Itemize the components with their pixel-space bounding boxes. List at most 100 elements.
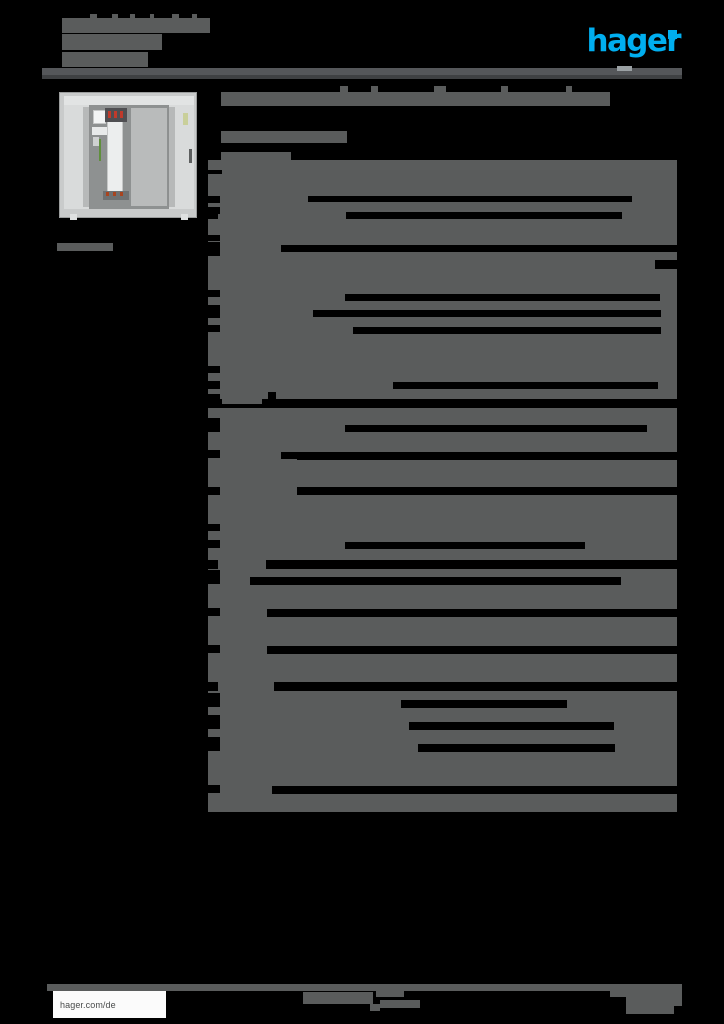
table-row	[346, 212, 622, 219]
fuse-indicator	[108, 111, 111, 118]
table-row-marker	[208, 381, 220, 389]
din-rail-column	[107, 111, 123, 199]
table-row-marker	[208, 394, 220, 400]
lower-terminal-bar	[103, 191, 129, 200]
table-row	[418, 744, 615, 752]
table-row-marker	[208, 305, 220, 312]
header-title-ascender	[150, 14, 154, 20]
table-row-marker	[208, 170, 222, 174]
product-image[interactable]	[57, 88, 199, 225]
header-divider	[42, 68, 682, 75]
cabinet-interior	[90, 105, 168, 209]
table-row	[272, 786, 677, 794]
section-divider	[208, 399, 677, 408]
nh-fuse-switch-disconnector	[105, 108, 127, 122]
table-row-marker	[208, 721, 220, 729]
main-title-ascender	[501, 86, 508, 92]
table-row	[655, 260, 677, 269]
page-subtitle-secondary	[221, 152, 291, 162]
table-row	[345, 542, 585, 549]
table-row-marker	[208, 325, 220, 332]
header-title-ascender	[172, 14, 179, 20]
hager-logo[interactable]: hager	[587, 25, 682, 56]
footer-right-text-2	[626, 997, 682, 1006]
footer-url-box[interactable]: hager.com/de	[53, 991, 166, 1018]
warning-label	[183, 113, 188, 125]
cabinet-body	[64, 105, 194, 209]
page-title	[221, 92, 610, 106]
header-title-ascender	[130, 14, 135, 20]
section-divider	[208, 682, 677, 691]
table-row-marker	[208, 576, 220, 584]
cabinet-outer-shell	[59, 92, 197, 220]
footer-divider	[47, 984, 682, 991]
table-row	[281, 245, 677, 252]
table-row-marker	[208, 743, 220, 751]
table-row-marker	[208, 450, 220, 458]
table-row-marker	[208, 570, 220, 576]
header-title-line-3	[62, 52, 148, 67]
terminal-indicator	[113, 192, 116, 196]
footer-url[interactable]: hager.com/de	[60, 999, 116, 1010]
main-title-ascender	[371, 86, 378, 92]
hager-logo-text: hager	[586, 22, 682, 59]
table-row	[353, 327, 661, 334]
table-row-marker	[208, 290, 220, 297]
table-row	[297, 457, 677, 460]
section-heading	[218, 682, 274, 692]
table-row	[393, 382, 658, 389]
table-bottom-edge	[208, 812, 677, 822]
table-row-marker	[208, 715, 220, 721]
table-row-marker	[208, 608, 220, 616]
header-title-line-1	[62, 18, 210, 33]
table-row-marker	[208, 242, 220, 256]
section-divider	[208, 560, 677, 569]
table-row-marker	[208, 693, 220, 699]
specification-table	[208, 160, 677, 822]
header-title-line-2	[62, 34, 162, 50]
section-heading-gap	[268, 392, 276, 404]
footer-center-text-2	[376, 988, 404, 997]
product-image-caption	[57, 243, 113, 251]
table-row-marker	[208, 524, 220, 531]
table-row-marker	[208, 737, 220, 743]
footer-center-text	[303, 992, 373, 1004]
table-row-marker	[208, 207, 220, 214]
cabinet-left-door	[64, 105, 90, 209]
left-door-inner-face	[83, 107, 89, 207]
cabinet-right-door	[168, 105, 194, 209]
header-divider-highlight	[617, 66, 632, 71]
footer-right-text	[610, 987, 682, 997]
table-row-marker	[208, 366, 220, 373]
main-title-ascender	[566, 86, 572, 92]
table-row-marker	[208, 418, 220, 424]
table-row	[345, 425, 647, 432]
table-row	[313, 310, 661, 317]
fuse-indicator	[114, 111, 117, 118]
table-row-marker	[208, 196, 220, 203]
table-row-marker	[208, 699, 220, 707]
terminal-indicator	[106, 192, 109, 196]
fuse-indicator	[120, 111, 123, 118]
hager-logo-dot	[668, 30, 677, 39]
blank-panel	[131, 108, 167, 206]
cabinet-top-cover	[64, 96, 194, 105]
table-row-marker	[208, 424, 220, 432]
table-row	[250, 577, 621, 585]
table-row	[308, 196, 632, 202]
table-row	[281, 452, 677, 459]
table-row	[409, 722, 614, 730]
footer-center-text-3	[380, 1000, 420, 1008]
table-row-marker	[208, 540, 220, 548]
earth-wire	[99, 139, 101, 161]
table-row	[345, 294, 660, 301]
cabinet-foot	[70, 214, 77, 220]
footer-center-mark	[370, 1004, 380, 1011]
table-row-marker	[208, 645, 220, 653]
header-title-ascender	[90, 14, 97, 20]
section-heading	[222, 394, 262, 404]
table-row	[401, 700, 567, 708]
section-heading	[218, 560, 266, 569]
table-row	[297, 487, 677, 495]
